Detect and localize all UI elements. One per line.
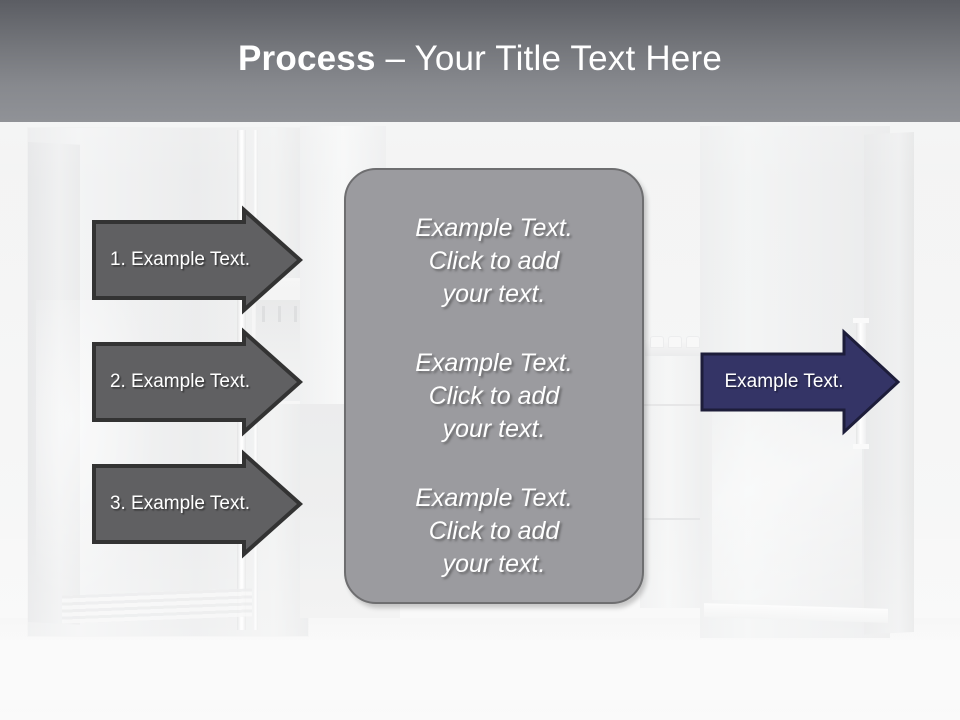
arrow-right-icon	[700, 328, 901, 436]
result-arrow[interactable]: Example Text.	[700, 328, 901, 436]
process-step-arrow-1[interactable]: 1. Example Text.	[92, 205, 304, 315]
arrow-right-icon	[92, 205, 304, 315]
page-title-strong: Process	[238, 38, 376, 78]
center-text-block-3: Example Text. Click to add your text.	[415, 484, 573, 578]
center-content-box[interactable]: Example Text. Click to add your text. Ex…	[344, 168, 644, 604]
process-step-arrow-2[interactable]: 2. Example Text.	[92, 327, 304, 437]
center-text-block-2: Example Text. Click to add your text.	[415, 349, 573, 443]
page-title-rest: – Your Title Text Here	[375, 38, 722, 78]
center-text-block-1: Example Text. Click to add your text.	[415, 214, 573, 308]
right-refrigerator-handle-cap-bottom	[853, 444, 869, 449]
arrow-right-icon	[92, 449, 304, 559]
title-banner: Process – Your Title Text Here	[0, 0, 960, 122]
background-appliance-knob-1	[650, 336, 664, 348]
page-title: Process – Your Title Text Here	[238, 41, 722, 82]
right-refrigerator-handle-cap-top	[853, 318, 869, 323]
background-appliance-knob-3	[686, 336, 700, 348]
process-step-arrow-3[interactable]: 3. Example Text.	[92, 449, 304, 559]
arrow-right-icon	[92, 327, 304, 437]
background-appliance-knob-2	[668, 336, 682, 348]
